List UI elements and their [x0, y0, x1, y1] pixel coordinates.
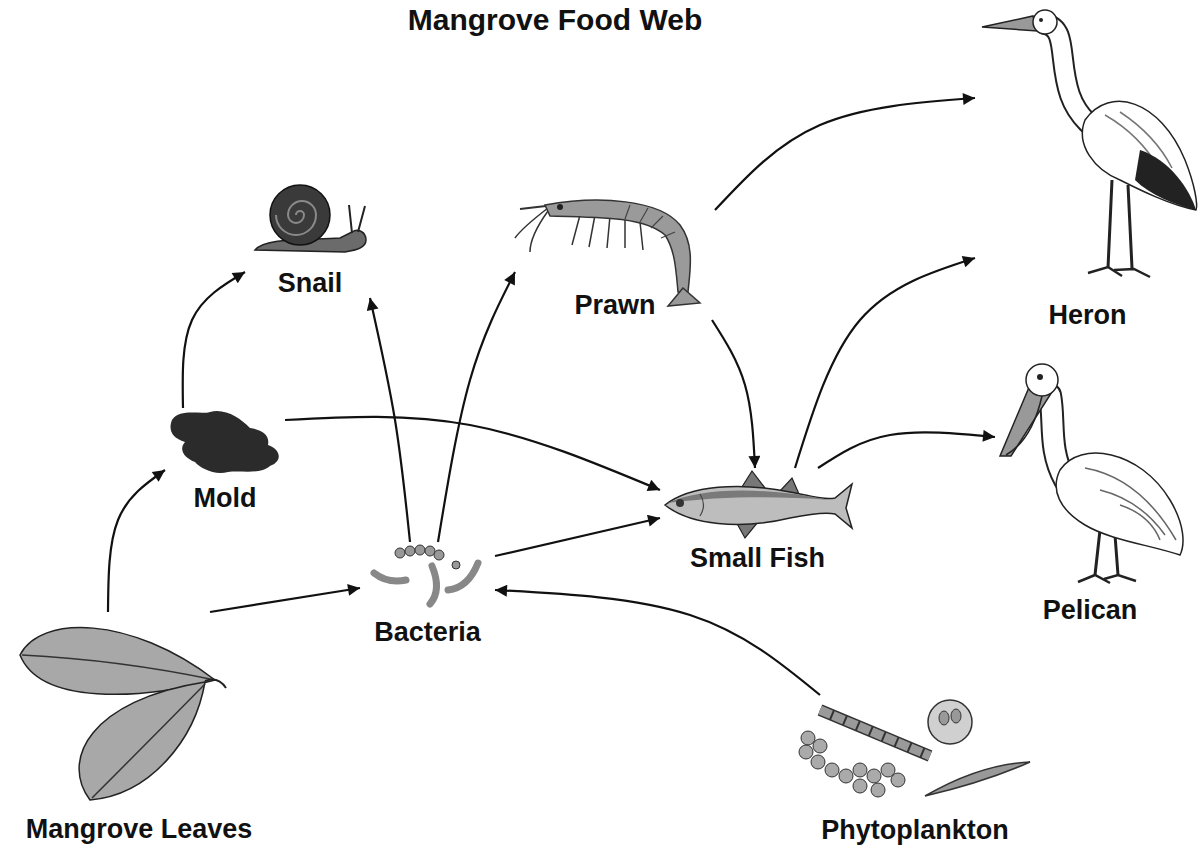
bacteria-picture [374, 545, 478, 604]
food-arrow [818, 432, 995, 468]
food-arrow [183, 272, 245, 408]
arrow-layer [108, 98, 995, 695]
bacteria-coccus [434, 550, 444, 560]
bacteria-coccus [452, 561, 460, 569]
food-arrow [495, 518, 660, 556]
leaf-stem [205, 680, 226, 688]
organism-label: Snail [278, 268, 343, 298]
snail-tentacles [349, 205, 365, 233]
prawn-body [545, 200, 690, 292]
bacteria-coccus [405, 546, 415, 556]
plankton-diatom [925, 762, 1030, 796]
plankton-nucleus [939, 711, 949, 725]
snail-shell [270, 185, 330, 245]
mold-picture [171, 411, 279, 473]
organism-label: Prawn [574, 290, 655, 320]
fish-eye [676, 499, 684, 507]
organism-label: Phytoplankton [821, 815, 1009, 845]
pelican-picture [1000, 364, 1183, 583]
fish-picture [665, 471, 852, 538]
bacteria-rod [430, 566, 437, 604]
plankton-cell [928, 700, 972, 744]
bacteria-rod [374, 573, 406, 581]
heron-legs [1108, 180, 1132, 268]
food-arrow [370, 298, 410, 542]
organism-node: Pelican [995, 355, 1185, 625]
organism-label: Small Fish [690, 543, 825, 573]
pelican-eye [1037, 374, 1043, 380]
pelican-pouch [1006, 396, 1042, 455]
organism-label: Heron [1048, 300, 1126, 330]
plankton-colony-cell [811, 755, 825, 769]
bacteria-coccus [415, 545, 425, 555]
pelican-feet [1078, 575, 1136, 583]
food-arrow [712, 320, 755, 468]
leaf [79, 682, 205, 800]
heron-beak [982, 16, 1037, 31]
food-arrow [285, 417, 660, 490]
fish-body [665, 484, 852, 528]
plankton-filament-outline [820, 710, 930, 756]
organism-node: Mangrove Leaves [0, 612, 278, 844]
phytoplankton-picture [799, 700, 1030, 797]
organism-node: Snail [245, 188, 375, 298]
plankton-colony-cell [867, 769, 881, 783]
leaves-picture [20, 628, 226, 800]
bacteria-coccus [395, 548, 405, 558]
organism-node: Prawn [515, 190, 715, 320]
heron-body [1082, 101, 1196, 210]
plankton-colony-cell [891, 773, 905, 787]
organism-node: Heron [975, 5, 1200, 330]
food-arrow [210, 588, 360, 612]
plankton-colony-cell [839, 769, 853, 783]
heron-feet [1088, 267, 1150, 277]
food-arrow [715, 98, 975, 210]
plankton-colony-cell [871, 783, 885, 797]
fish-back [668, 491, 830, 503]
prawn-antennae [515, 208, 548, 252]
food-arrow [495, 590, 820, 695]
shell-spiral [276, 201, 316, 235]
snail-picture [255, 185, 366, 252]
plankton-colony-cell [825, 763, 839, 777]
plankton-nucleus [951, 709, 961, 723]
organism-node: Phytoplankton [795, 695, 1035, 845]
organism-node: Bacteria [360, 542, 495, 647]
heron-eye [1039, 18, 1043, 22]
heron-head [1033, 10, 1057, 34]
heron-picture [982, 10, 1197, 277]
food-arrow [108, 470, 165, 612]
bacteria-coccus [425, 546, 435, 556]
organism-label: Mangrove Leaves [26, 814, 253, 844]
organism-node: Small Fish [660, 468, 855, 573]
heron-wingtip [1135, 150, 1196, 210]
pelican-body [1056, 453, 1183, 555]
prawn-segments [625, 205, 675, 238]
organism-node: Mold [165, 408, 285, 513]
pelican-head [1026, 364, 1058, 396]
leaf [20, 628, 215, 695]
leaf-midrib [92, 684, 205, 798]
plankton-filament [820, 710, 930, 756]
diagram-title: Mangrove Food Web [305, 2, 805, 38]
pelican-wing [1085, 468, 1176, 540]
prawn-tail [668, 288, 700, 306]
plankton-colony-cell [799, 745, 813, 759]
food-arrow [438, 272, 515, 542]
leaf-midrib [22, 655, 215, 680]
plankton-colony-cell [853, 763, 867, 777]
plankton-colony-cell [853, 779, 867, 793]
prawn-eye [557, 204, 563, 210]
organism-label: Bacteria [374, 617, 481, 647]
plankton-colony-cell [801, 731, 815, 745]
fish-gill [700, 494, 704, 516]
bacteria-rod [448, 563, 478, 590]
plankton-colony-cell [813, 739, 827, 753]
organism-label: Pelican [1043, 595, 1138, 625]
prawn-rostrum [520, 206, 546, 209]
organism-label: Mold [194, 483, 257, 513]
